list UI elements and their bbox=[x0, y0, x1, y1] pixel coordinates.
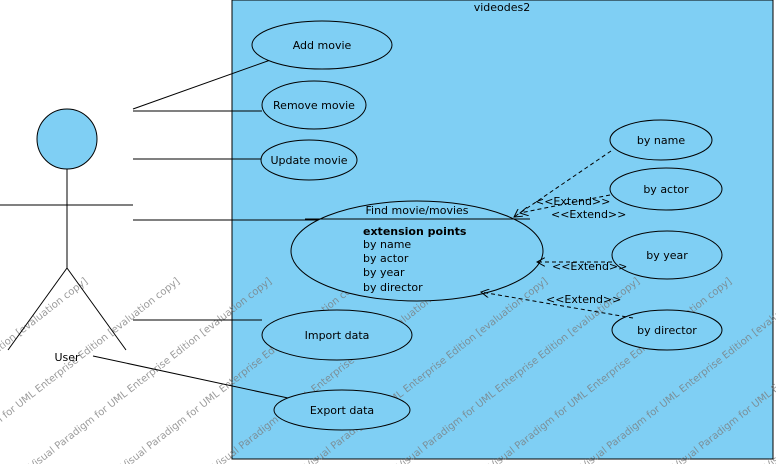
extension-point-item: by director bbox=[363, 281, 423, 294]
extension-point-item: by name bbox=[363, 238, 411, 251]
system-title: videodes2 bbox=[474, 1, 531, 14]
use-case-find-movies[interactable]: Find movie/movies extension points by na… bbox=[290, 200, 544, 302]
use-case-find-movies-label: Find movie/movies bbox=[365, 204, 468, 217]
use-case-by-year-label: by year bbox=[646, 249, 688, 262]
extend-relations bbox=[481, 150, 634, 319]
extend-by-director bbox=[481, 292, 634, 319]
actor-user[interactable]: User bbox=[0, 108, 133, 364]
actor-head bbox=[36, 108, 98, 170]
use-case-by-name-label: by name bbox=[637, 134, 685, 147]
use-case-by-actor[interactable]: by actor bbox=[609, 167, 723, 211]
associations bbox=[92, 57, 320, 399]
use-case-add-movie[interactable]: Add movie bbox=[251, 20, 393, 70]
extend-by-actor bbox=[520, 194, 611, 213]
extension-points-heading: extension points bbox=[363, 225, 467, 238]
use-case-by-director-label: by director bbox=[637, 324, 697, 337]
use-case-by-year[interactable]: by year bbox=[611, 230, 723, 280]
use-case-add-movie-label: Add movie bbox=[293, 39, 352, 52]
use-case-update-movie-label: Update movie bbox=[270, 154, 347, 167]
extend-label: <<Extend>> bbox=[552, 260, 627, 273]
use-case-update-movie[interactable]: Update movie bbox=[260, 139, 358, 181]
use-case-export-data[interactable]: Export data bbox=[273, 389, 411, 431]
extend-by-name bbox=[514, 150, 612, 217]
use-case-by-actor-label: by actor bbox=[643, 183, 689, 196]
use-case-remove-movie-label: Remove movie bbox=[273, 99, 355, 112]
use-case-import-data[interactable]: Import data bbox=[261, 309, 413, 361]
use-case-import-data-label: Import data bbox=[305, 329, 370, 342]
extend-label: <<Extend>> bbox=[535, 195, 610, 208]
extend-label: <<Extend>> bbox=[546, 293, 621, 306]
extension-point-item: by actor bbox=[363, 252, 409, 265]
extend-label: <<Extend>> bbox=[551, 208, 626, 221]
use-case-by-name[interactable]: by name bbox=[609, 119, 713, 161]
assoc-export-data bbox=[92, 355, 289, 399]
use-case-export-data-label: Export data bbox=[310, 404, 374, 417]
use-case-by-director[interactable]: by director bbox=[611, 309, 723, 351]
assoc-add-movie bbox=[132, 57, 277, 110]
use-case-remove-movie[interactable]: Remove movie bbox=[261, 80, 367, 130]
extension-point-item: by year bbox=[363, 266, 405, 279]
actor-label: User bbox=[54, 351, 80, 364]
